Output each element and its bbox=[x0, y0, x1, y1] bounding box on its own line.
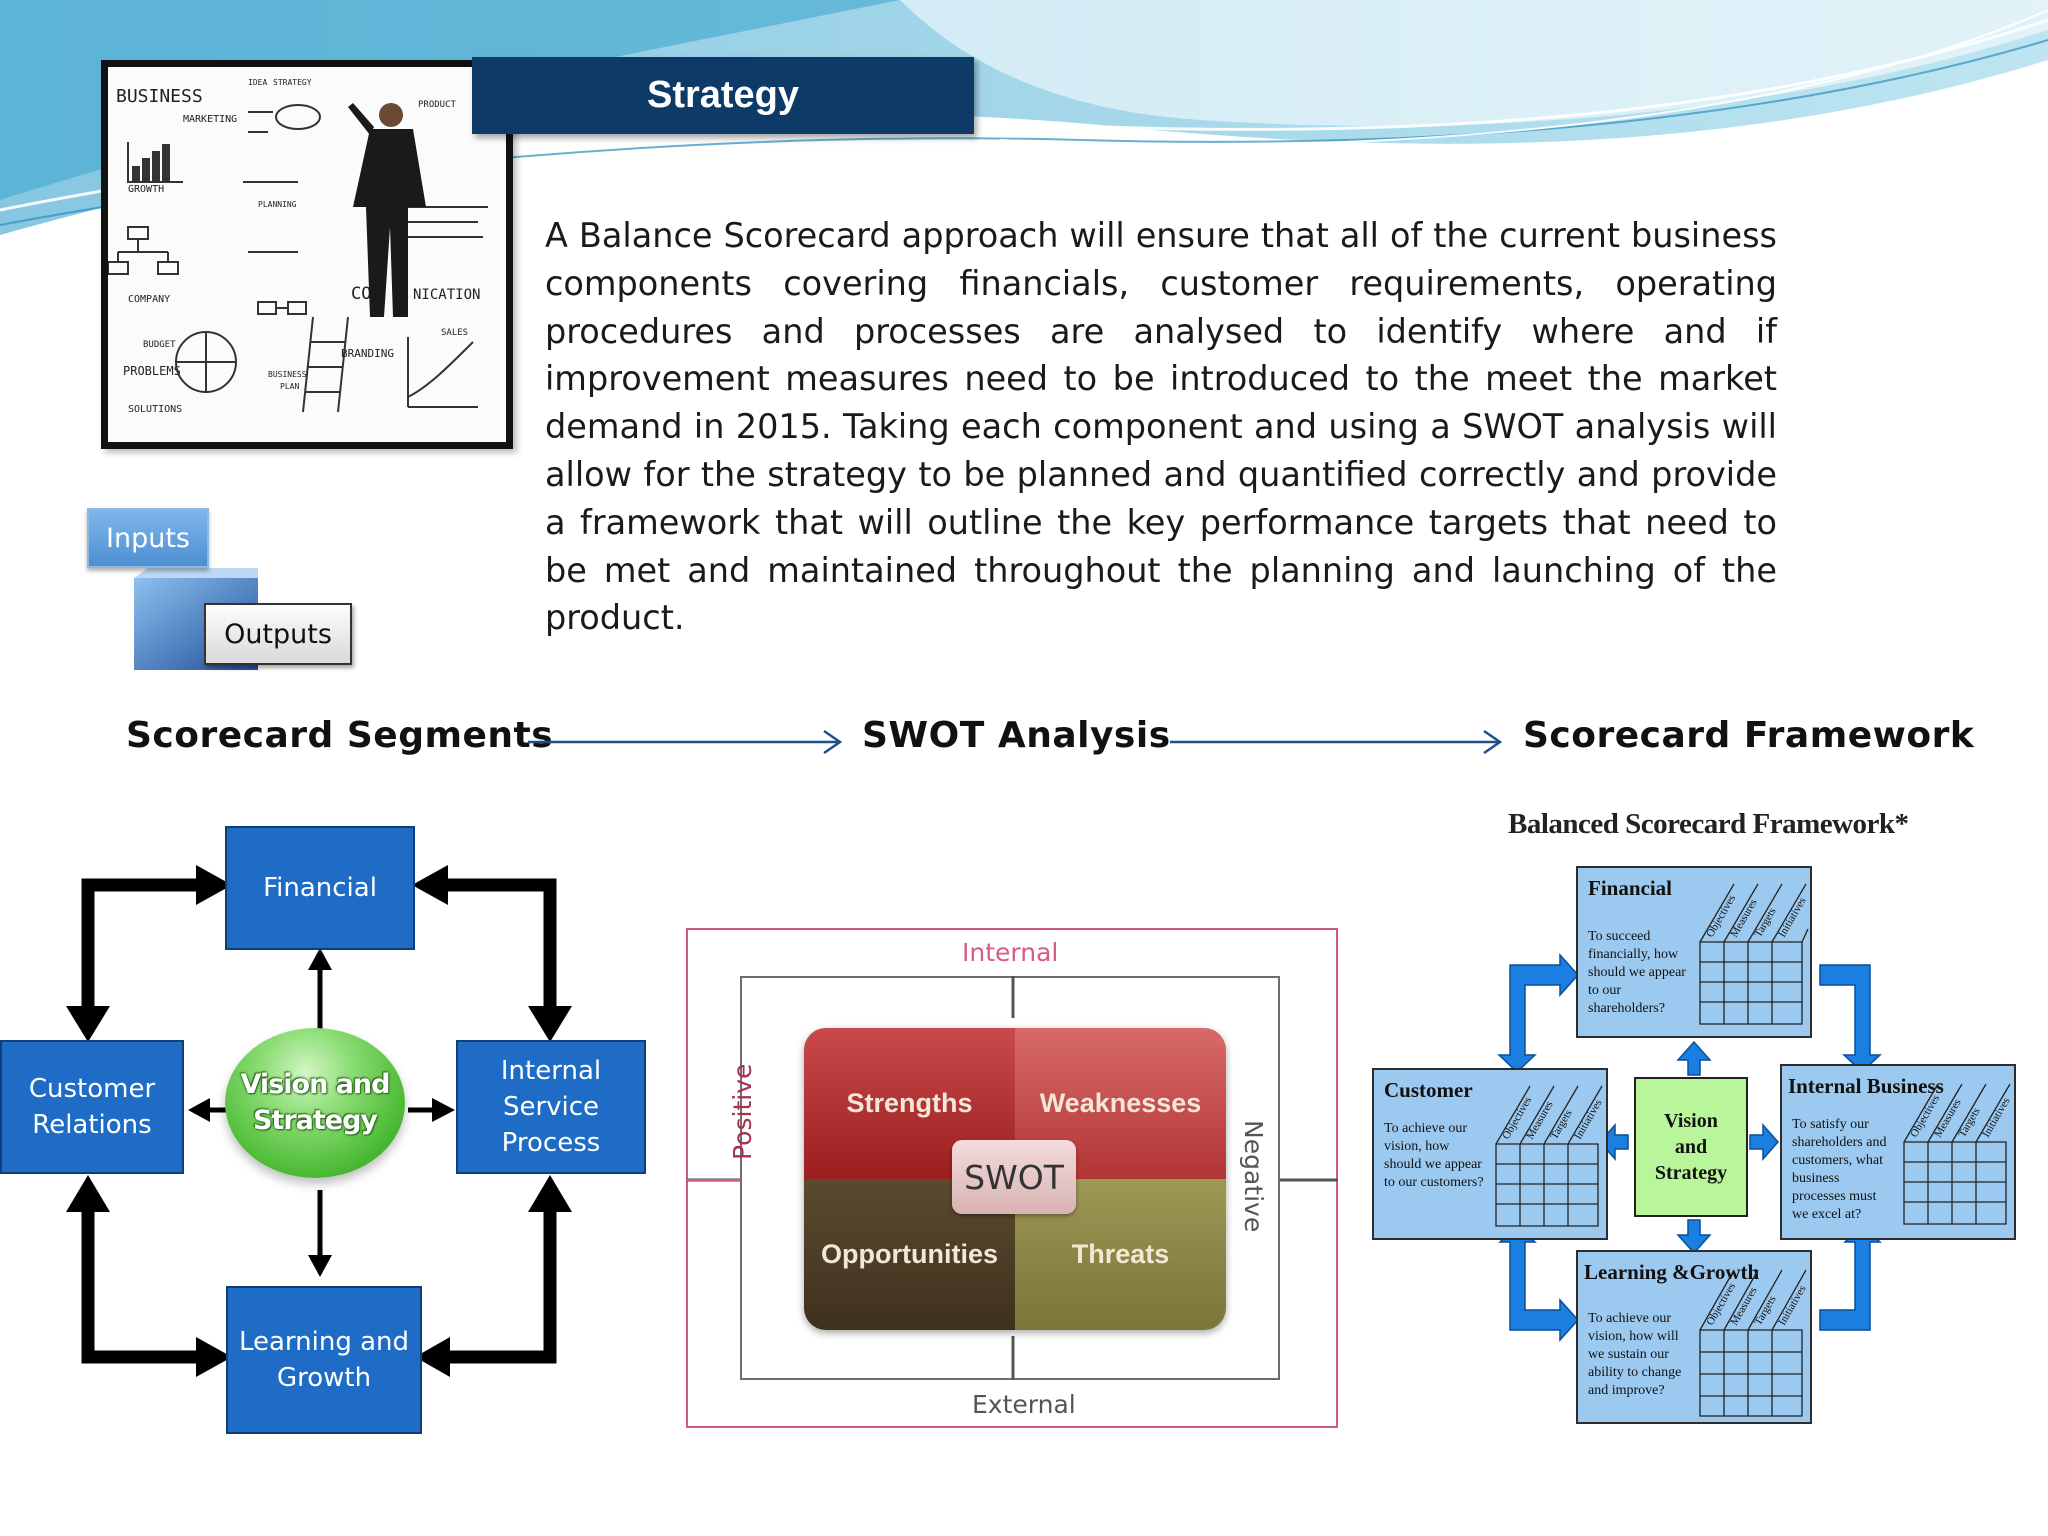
swot-label-external: External bbox=[972, 1390, 1076, 1419]
svg-text:Initiatives: Initiatives bbox=[1776, 895, 1808, 939]
framework-title: Balanced Scorecard Framework* bbox=[1508, 808, 1909, 840]
framework-internal-business: Internal Business To satisfy our shareho… bbox=[1780, 1064, 2016, 1240]
framework-vision-strategy: Vision and Strategy bbox=[1634, 1077, 1748, 1217]
svg-text:COMPANY: COMPANY bbox=[128, 294, 170, 305]
svg-text:Targets: Targets bbox=[1752, 1294, 1778, 1328]
svg-text:PRODUCT: PRODUCT bbox=[418, 100, 457, 110]
arrow-swot-to-framework bbox=[1170, 729, 1503, 755]
inputs-label: Inputs bbox=[87, 508, 209, 568]
swot-axes bbox=[686, 976, 1338, 1380]
segments-connectors bbox=[66, 865, 572, 1377]
heading-scorecard-segments: Scorecard Segments bbox=[126, 715, 554, 756]
svg-text:Targets: Targets bbox=[1956, 1106, 1982, 1140]
framework-customer: Customer To achieve our vision, how shou… bbox=[1372, 1068, 1608, 1240]
svg-text:GROWTH: GROWTH bbox=[128, 184, 164, 195]
framework-learning-grid: Objectives Measures Targets Initiatives bbox=[1699, 1269, 1809, 1417]
svg-text:STRATEGY: STRATEGY bbox=[273, 78, 312, 87]
svg-text:PLAN: PLAN bbox=[280, 382, 299, 391]
svg-text:Initiatives: Initiatives bbox=[1572, 1097, 1604, 1141]
svg-text:BUDGET: BUDGET bbox=[143, 340, 176, 350]
framework-learning-growth: Learning &Growth To achieve our vision, … bbox=[1576, 1250, 1812, 1424]
swot-label-negative: Negative bbox=[1239, 1120, 1268, 1233]
svg-text:Initiatives: Initiatives bbox=[1776, 1283, 1808, 1327]
framework-connectors bbox=[1497, 953, 1882, 1342]
segment-learning-growth: Learning and Growth bbox=[226, 1286, 422, 1434]
swot-inner-frame bbox=[740, 976, 1280, 1380]
svg-text:PROBLEMS: PROBLEMS bbox=[123, 364, 181, 378]
segment-financial: Financial bbox=[225, 826, 415, 950]
swot-weaknesses: Weaknesses bbox=[1015, 1028, 1226, 1179]
svg-text:PLANNING: PLANNING bbox=[258, 200, 297, 209]
framework-financial: Financial To succeed financially, how sh… bbox=[1576, 866, 1812, 1038]
svg-text:SALES: SALES bbox=[441, 328, 468, 338]
svg-text:CO: CO bbox=[351, 284, 371, 304]
swot-label-positive: Positive bbox=[728, 1063, 757, 1160]
svg-text:SOLUTIONS: SOLUTIONS bbox=[128, 404, 182, 415]
svg-text:Targets: Targets bbox=[1548, 1108, 1574, 1142]
svg-text:NICATION: NICATION bbox=[413, 287, 480, 303]
framework-internal-grid: Objectives Measures Targets Initiatives bbox=[1903, 1083, 2013, 1225]
segment-customer-relations: Customer Relations bbox=[0, 1040, 184, 1174]
svg-text:BRANDING: BRANDING bbox=[341, 347, 394, 360]
svg-text:BUSINESS: BUSINESS bbox=[268, 370, 307, 379]
segment-internal-service-process: Internal Service Process bbox=[456, 1040, 646, 1174]
swot-center-badge: SWOT bbox=[952, 1140, 1076, 1214]
svg-text:Targets: Targets bbox=[1752, 906, 1778, 940]
framework-financial-grid: Objectives Measures Targets Initiatives bbox=[1699, 883, 1809, 1025]
swot-outer-frame bbox=[686, 928, 1338, 1428]
svg-text:MARKETING: MARKETING bbox=[183, 114, 237, 125]
intro-paragraph: A Balance Scorecard approach will ensure… bbox=[545, 216, 1777, 638]
framework-customer-grid: Objectives Measures Targets Initiatives bbox=[1495, 1085, 1605, 1227]
wb-word: BUSINESS bbox=[116, 86, 203, 107]
swot-label-internal: Internal bbox=[962, 938, 1059, 967]
heading-scorecard-framework: Scorecard Framework bbox=[1523, 715, 1975, 756]
whiteboard-sketch: BUSINESS MARKETING GROWTH COMPANY BUDGET… bbox=[108, 78, 488, 415]
vision-strategy-circle: Vision and Strategy bbox=[225, 1028, 405, 1178]
slide-title: Strategy bbox=[472, 57, 974, 134]
arrow-segments-to-swot bbox=[528, 729, 843, 755]
svg-text:Initiatives: Initiatives bbox=[1980, 1095, 2012, 1139]
outputs-label: Outputs bbox=[204, 603, 352, 665]
svg-text:IDEA: IDEA bbox=[248, 78, 267, 87]
whiteboard-illustration: BUSINESS MARKETING GROWTH COMPANY BUDGET… bbox=[101, 60, 513, 449]
swot-grid: Strengths Weaknesses Opportunities Threa… bbox=[804, 1028, 1226, 1330]
heading-swot-analysis: SWOT Analysis bbox=[862, 715, 1171, 756]
